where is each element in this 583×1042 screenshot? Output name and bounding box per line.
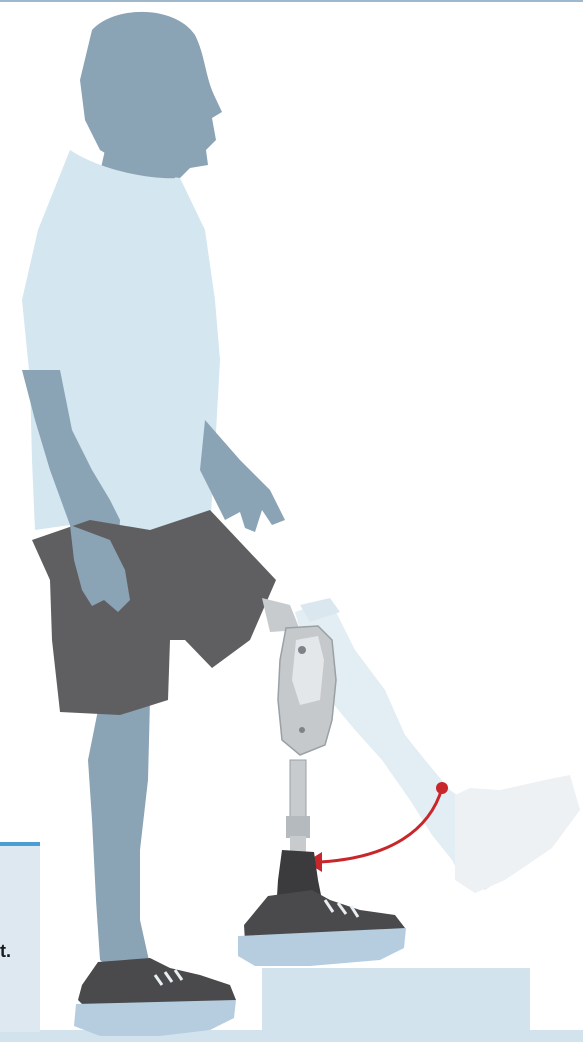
standing-leg bbox=[74, 700, 236, 1036]
prosthetic-leg bbox=[238, 598, 406, 966]
person-body bbox=[22, 12, 285, 715]
ghost-leg bbox=[295, 598, 580, 893]
